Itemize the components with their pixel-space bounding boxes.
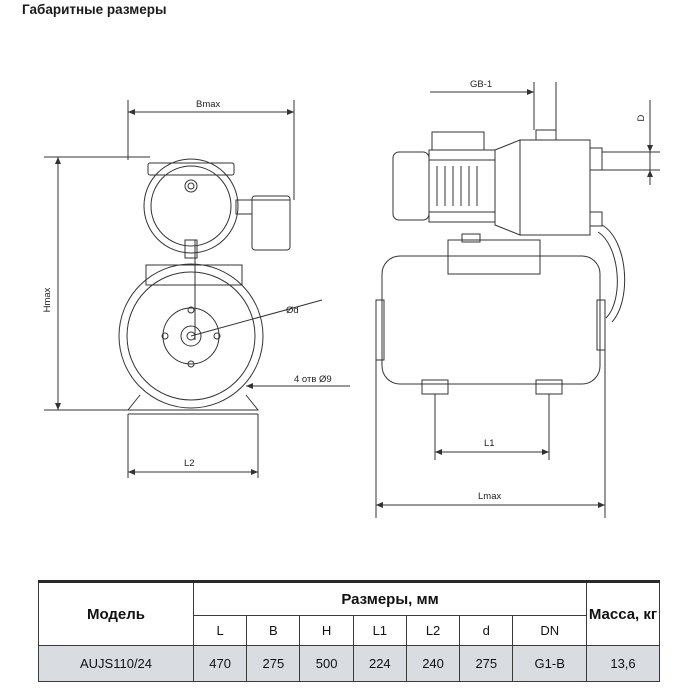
col-header: H — [299, 615, 354, 646]
dimensions-header: Размеры, мм — [193, 580, 587, 616]
label-l2: L2 — [184, 458, 195, 469]
value-cell: 224 — [352, 645, 407, 682]
value-cell: 275 — [459, 645, 514, 682]
col-header: L — [192, 615, 248, 646]
label-l1: L1 — [484, 438, 495, 449]
section-title: Габаритные размеры — [22, 2, 167, 17]
model-header: Модель — [38, 580, 194, 646]
label-hmax: Hmax — [42, 287, 53, 312]
specs-table: Модель Размеры, мм Масса, кг L B H L1 L2… — [38, 580, 660, 682]
mass-header: Масса, кг — [586, 580, 660, 646]
front-view — [44, 100, 350, 478]
value-cell: 470 — [192, 645, 248, 682]
col-header: DN — [512, 615, 587, 646]
label-holes: 4 отв Ø9 — [294, 374, 332, 385]
label-gb1: GB-1 — [470, 79, 492, 90]
value-cell: G1-B — [512, 645, 587, 682]
label-bmax: Bmax — [196, 99, 221, 110]
col-header: d — [459, 615, 514, 646]
col-header: B — [246, 615, 301, 646]
label-lmax: Lmax — [478, 491, 501, 502]
value-cell: 275 — [246, 645, 301, 682]
col-header: L2 — [405, 615, 461, 646]
side-view — [375, 82, 660, 518]
value-cell: 500 — [299, 645, 354, 682]
model-cell: AUJS110/24 — [38, 645, 194, 682]
label-d: D — [636, 114, 647, 121]
value-cell: 240 — [405, 645, 461, 682]
table-row: AUJS110/24 470 275 500 224 240 275 G1-B … — [38, 645, 660, 682]
label-od: Ød — [286, 305, 299, 316]
mass-cell: 13,6 — [586, 645, 660, 682]
col-header: L1 — [352, 615, 407, 646]
